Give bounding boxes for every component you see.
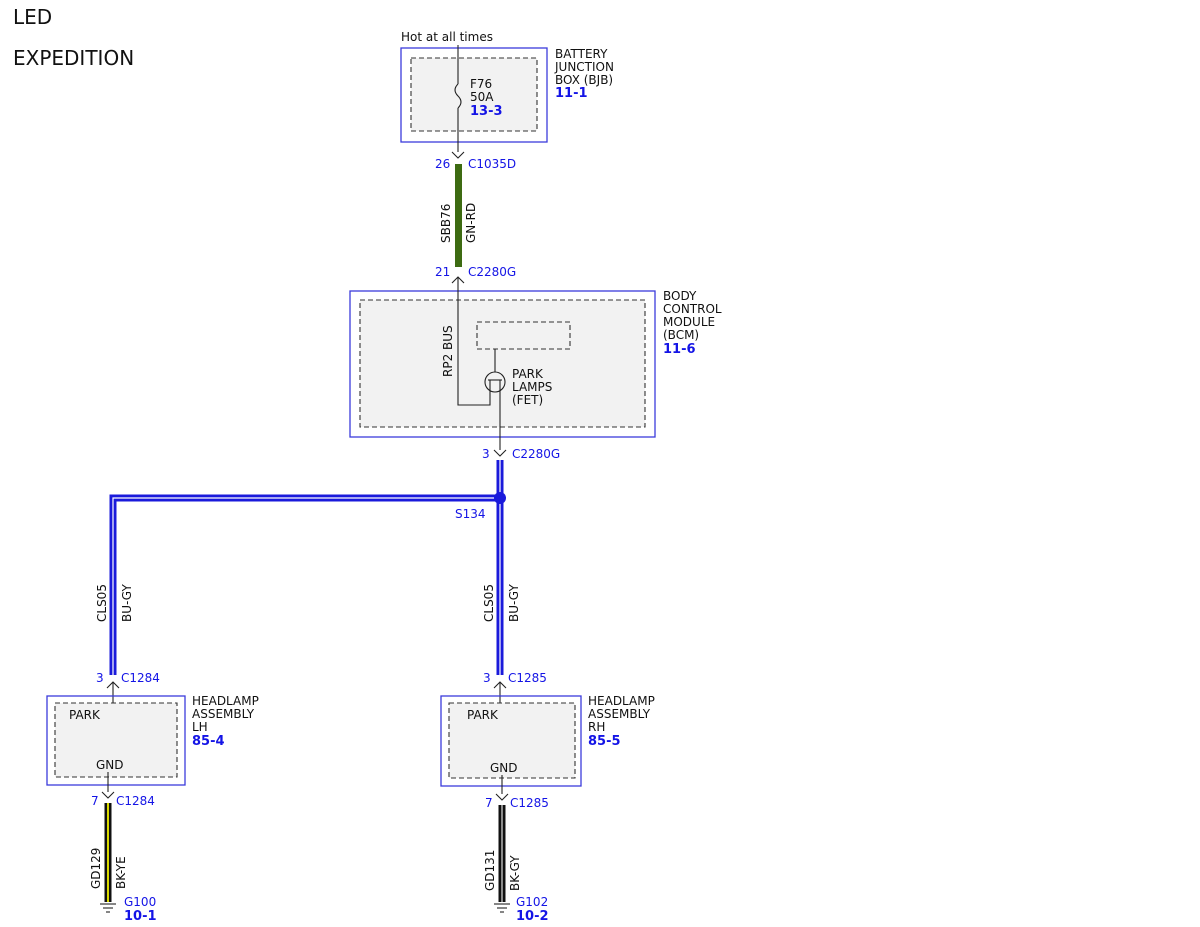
- headlamp-lh-module[interactable]: [46, 695, 186, 786]
- wire-gd131-color: BK-GY: [508, 855, 522, 891]
- lh-title-3: LH: [192, 720, 208, 734]
- fet-label-3: (FET): [512, 393, 543, 407]
- bcm-out-pin: 3: [482, 447, 490, 461]
- connector-chevron-icon: [495, 793, 509, 801]
- wire-stripe: [107, 803, 109, 902]
- lh-title-2: ASSEMBLY: [192, 707, 255, 721]
- wire-cls05-lh-segment[interactable]: [109, 494, 500, 675]
- rh-title-3: RH: [588, 720, 605, 734]
- lh-ref-link[interactable]: 85-4: [192, 734, 225, 749]
- rh-ref-link[interactable]: 85-5: [588, 734, 621, 749]
- bcm-title-2: CONTROL: [663, 302, 722, 316]
- bjb-title-1: BATTERY: [555, 47, 608, 61]
- connector-chevron-icon: [493, 449, 507, 457]
- diagram-title-led: LED: [13, 5, 52, 29]
- rh-out-pin: 7: [485, 796, 493, 810]
- ground-icon: [100, 903, 116, 913]
- wire-gd129-circuit: GD129: [89, 848, 103, 889]
- lh-ground-id: G100: [124, 895, 156, 909]
- lh-in-connector[interactable]: C1284: [121, 671, 160, 685]
- lh-ground-ref-link[interactable]: 10-1: [124, 909, 157, 924]
- rh-out-connector[interactable]: C1285: [510, 796, 549, 810]
- wire-stripe: [501, 805, 503, 902]
- wire-cls05-lh-color: BU-GY: [120, 584, 134, 622]
- fuse-icon[interactable]: [454, 83, 462, 109]
- rh-park-label: PARK: [467, 708, 499, 722]
- wire-cls05-harness[interactable]: [109, 460, 504, 675]
- wire-sbb76-color: GN-RD: [464, 203, 478, 243]
- lh-out-connector[interactable]: C1284: [116, 794, 155, 808]
- splice-id: S134: [455, 507, 486, 521]
- rh-ground-ref-link[interactable]: 10-2: [516, 909, 549, 924]
- bcm-title-1: BODY: [663, 289, 697, 303]
- fuse-id: F76: [470, 77, 492, 91]
- bcm-inner: [359, 299, 646, 428]
- fet-label-2: LAMPS: [512, 380, 552, 394]
- wire-stripe: [112, 497, 500, 675]
- diagram-title-vehicle: EXPEDITION: [13, 46, 134, 70]
- bjb-out-pin: 26: [435, 157, 450, 171]
- rp2-bus-wire: [457, 277, 491, 406]
- wire-cls05-rh-circuit: CLS05: [482, 584, 496, 622]
- connector-chevron-icon: [451, 151, 465, 159]
- bcm-title-3: MODULE: [663, 315, 715, 329]
- fet-transistor-icon[interactable]: [484, 371, 506, 393]
- headlamp-lh-inner: [54, 702, 178, 778]
- bcm-ref-link[interactable]: 11-6: [663, 342, 696, 357]
- bcm-in-pin: 21: [435, 265, 450, 279]
- wire-cls05-lh-circuit: CLS05: [95, 584, 109, 622]
- wire-gd129-color: BK-YE: [114, 856, 128, 889]
- bjb-inner: [410, 57, 538, 132]
- lh-gnd-label: GND: [96, 758, 124, 772]
- bcm-logic-block: [476, 321, 571, 350]
- lh-title-1: HEADLAMP: [192, 694, 259, 708]
- wire-sbb76-circuit: SBB76: [439, 204, 453, 243]
- wire-cls05-rh-color: BU-GY: [507, 584, 521, 622]
- fuse-rating: 50A: [470, 90, 494, 104]
- bjb-module[interactable]: [400, 47, 548, 143]
- rh-in-connector[interactable]: C1285: [508, 671, 547, 685]
- rh-in-pin: 3: [483, 671, 491, 685]
- lh-in-pin: 3: [96, 671, 104, 685]
- bjb-out-connector[interactable]: C1035D: [468, 157, 516, 171]
- wire-gd131-circuit: GD131: [483, 850, 497, 891]
- ground-icon: [494, 903, 510, 913]
- headlamp-rh-inner: [448, 702, 576, 779]
- rh-title-1: HEADLAMP: [588, 694, 655, 708]
- headlamp-rh-module[interactable]: [440, 695, 582, 787]
- bjb-title-2: JUNCTION: [554, 60, 614, 74]
- rh-gnd-label: GND: [490, 761, 518, 775]
- bcm-title-4: (BCM): [663, 328, 699, 342]
- rh-title-2: ASSEMBLY: [588, 707, 651, 721]
- bjb-supply-label: Hot at all times: [401, 30, 493, 44]
- bcm-module[interactable]: [349, 290, 656, 438]
- bjb-ref-link[interactable]: 11-1: [555, 86, 588, 101]
- lh-park-label: PARK: [69, 708, 101, 722]
- splice-s134-dot[interactable]: [494, 492, 506, 504]
- connector-chevron-icon: [101, 791, 115, 799]
- rh-ground-id: G102: [516, 895, 548, 909]
- fuse-ref-link[interactable]: 13-3: [470, 104, 503, 119]
- bcm-bus-label: RP2 BUS: [441, 325, 455, 377]
- wire-sbb76[interactable]: [455, 164, 462, 267]
- bjb-title-3: BOX (BJB): [555, 73, 613, 87]
- bcm-in-connector[interactable]: C2280G: [468, 265, 516, 279]
- fet-label-1: PARK: [512, 367, 544, 381]
- lh-out-pin: 7: [91, 794, 99, 808]
- bcm-out-connector[interactable]: C2280G: [512, 447, 560, 461]
